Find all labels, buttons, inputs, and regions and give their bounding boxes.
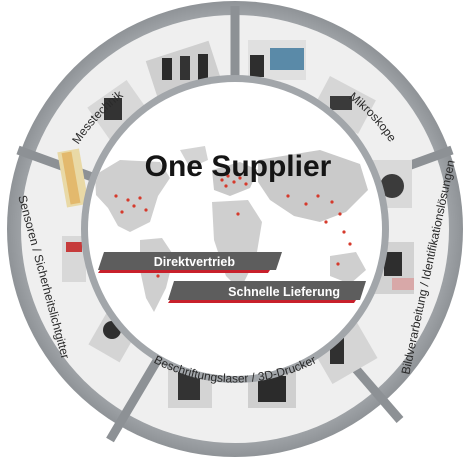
location-dots [114,174,352,278]
tile-sensors [57,148,140,363]
tile-microscopes [248,40,376,134]
banner-direct-sales-label: Direktvertrieb [154,255,236,269]
banner-direct-sales: Direktvertrieb [98,252,282,273]
world-map [95,146,368,312]
center-title: One Supplier [145,150,332,183]
banner-fast-delivery-label: Schnelle Lieferung [228,285,340,299]
tile-measurement-devices [87,40,221,142]
banner-fast-delivery: Schnelle Lieferung [168,281,366,303]
